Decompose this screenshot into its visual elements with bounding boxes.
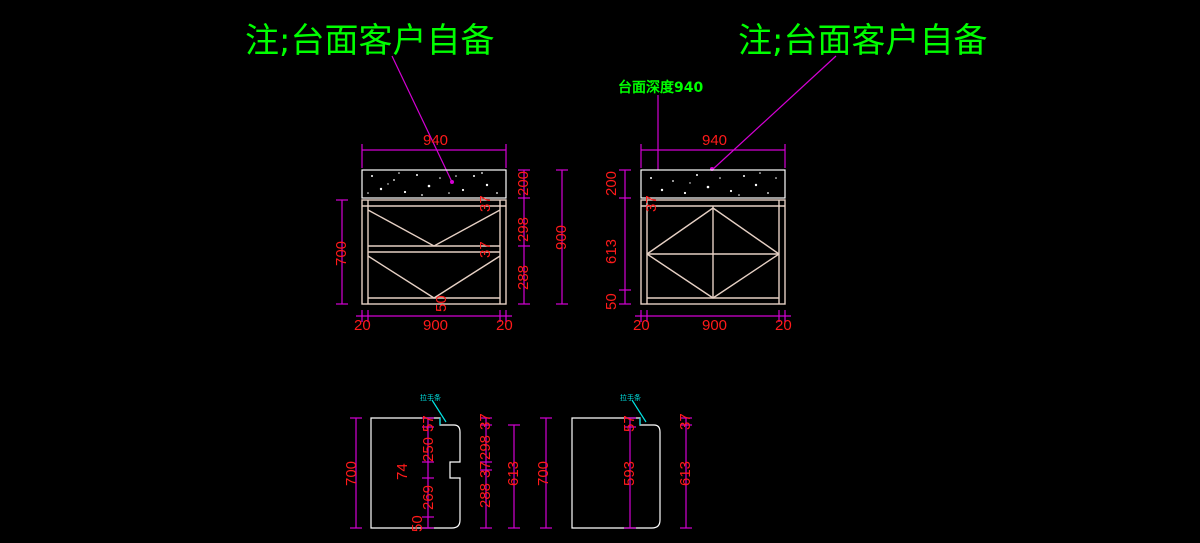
left-section-height: 700 [343, 461, 360, 486]
right-countertop-speckle [650, 172, 777, 196]
right-elevation: 940 200 613 50 37 20 900 [603, 132, 792, 334]
right-section-height: 700 [535, 461, 552, 486]
left-gap-a: 37 [477, 195, 494, 212]
left-side-r: 20 [496, 317, 513, 334]
left-drawer-b: 288 [515, 265, 532, 290]
left-toe: 50 [433, 295, 450, 312]
right-section-e1: 37 [677, 413, 694, 430]
right-countertop [640, 169, 786, 199]
left-leader-dot [450, 180, 454, 184]
right-side-r: 20 [775, 317, 792, 334]
drawer-2-swing-mark [367, 255, 501, 299]
right-section-profile [571, 417, 661, 529]
door-swing-mark-top [646, 207, 780, 255]
left-handle-label: 拉手条 [420, 393, 441, 402]
left-cabinet [361, 199, 507, 305]
right-top-width: 940 [702, 132, 727, 149]
right-top-thk: 200 [603, 171, 620, 196]
door-swing-mark-bottom [646, 253, 780, 299]
drawer-1-swing-mark [367, 209, 501, 247]
left-section: 拉手条 700 57 250 74 269 50 37 298 37 288 6… [343, 393, 522, 532]
left-section-d1: 57 [420, 415, 437, 432]
right-door-height: 613 [603, 239, 620, 264]
left-section-e1: 37 [477, 413, 494, 430]
left-section-total: 613 [505, 461, 522, 486]
left-top-thk: 200 [515, 171, 532, 196]
left-section-d5: 50 [409, 515, 426, 532]
left-section-profile [370, 417, 461, 529]
left-inner-width: 900 [423, 317, 448, 334]
right-inner-width: 900 [702, 317, 727, 334]
left-section-e3: 37 [477, 461, 494, 478]
left-note: 注;台面客户自备 [245, 21, 494, 61]
right-note-leader [711, 55, 837, 171]
right-section: 拉手条 700 57 593 37 613 [535, 393, 694, 529]
left-note-leader [391, 55, 453, 183]
left-elevation: 940 200 298 288 37 37 50 [333, 132, 570, 334]
left-top-width: 940 [423, 132, 448, 149]
left-countertop-speckle [367, 172, 498, 196]
right-handle-label: 拉手条 [620, 393, 641, 402]
right-note: 注;台面客户自备 [738, 21, 987, 61]
right-toe: 50 [603, 293, 620, 310]
right-side-l: 20 [633, 317, 650, 334]
left-section-d4: 269 [420, 485, 437, 510]
right-section-d1: 57 [621, 415, 638, 432]
right-cabinet [640, 199, 786, 305]
left-countertop [361, 169, 507, 199]
left-cabinet-height: 700 [333, 241, 350, 266]
left-section-e4: 288 [477, 483, 494, 508]
right-section-d2: 593 [621, 461, 638, 486]
left-side-l: 20 [354, 317, 371, 334]
top-depth-label: 台面深度940 [618, 79, 703, 96]
left-total-height: 900 [553, 225, 570, 250]
left-section-d2: 250 [420, 437, 437, 462]
left-gap-b: 37 [477, 241, 494, 258]
right-section-total: 613 [677, 461, 694, 486]
left-section-d3: 74 [394, 463, 411, 480]
left-section-e2: 298 [477, 435, 494, 460]
left-drawer-a: 298 [515, 217, 532, 242]
right-gap: 37 [643, 195, 660, 212]
